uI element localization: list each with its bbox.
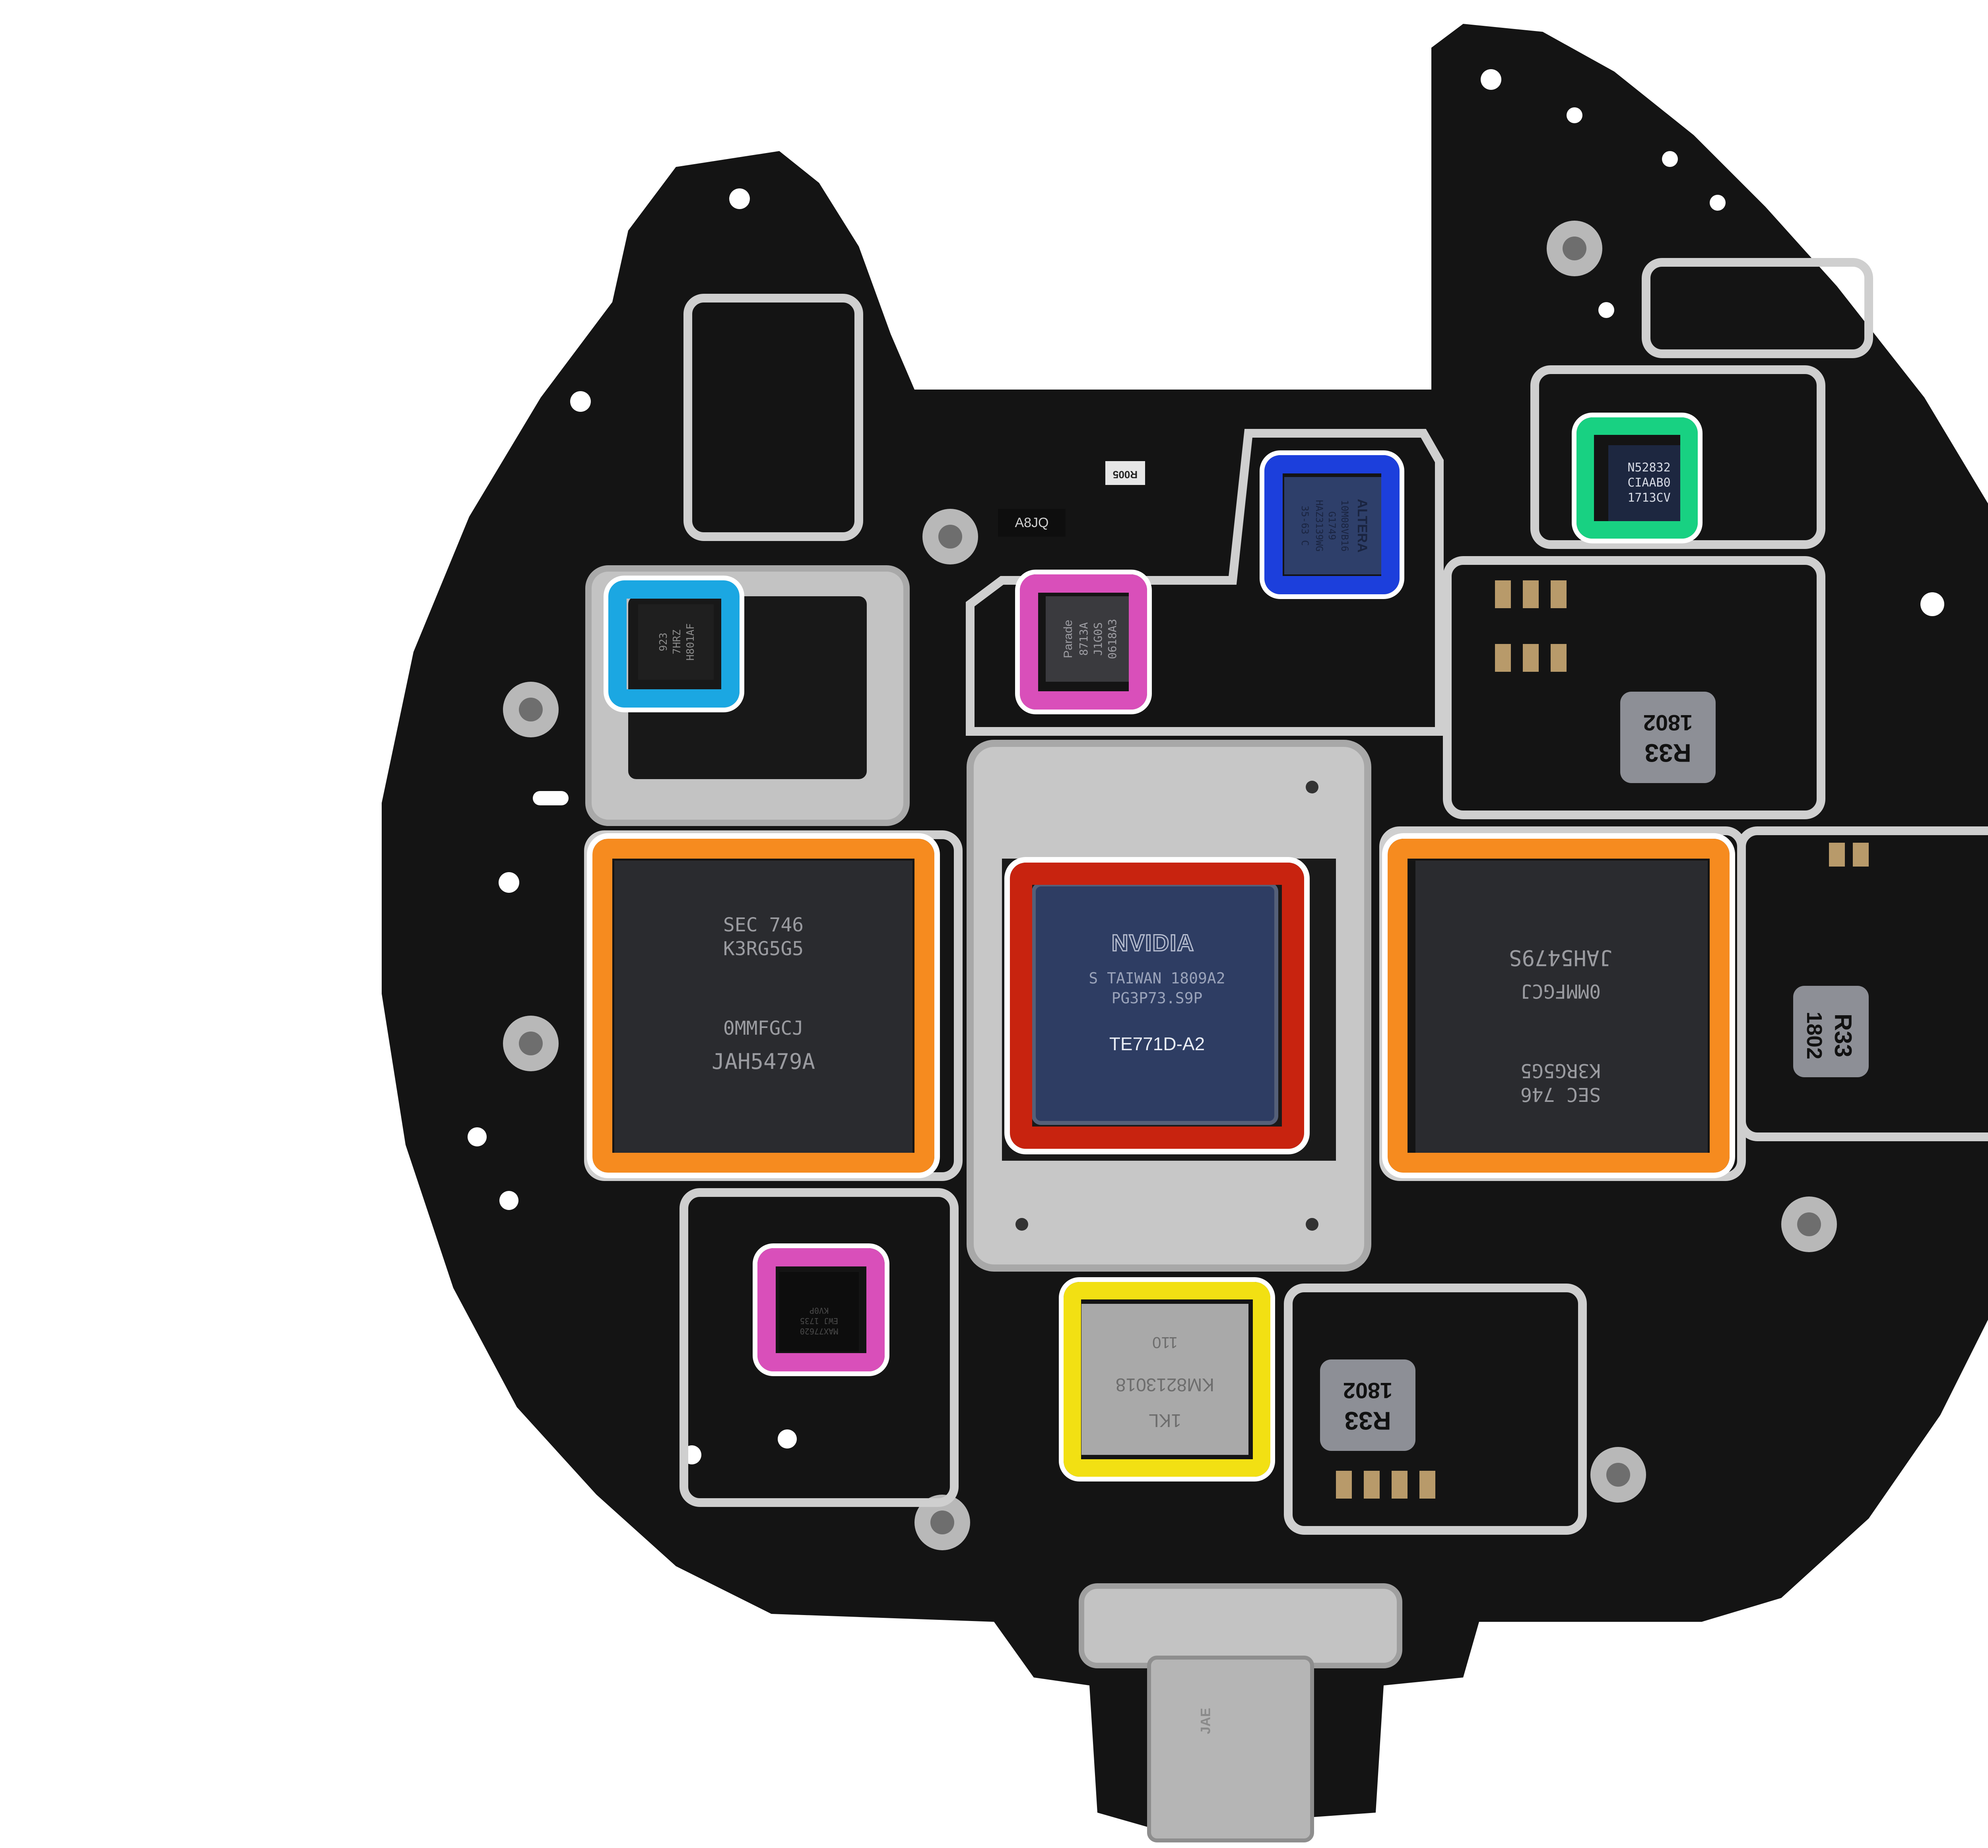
ram-right-line4: JAH5479S: [1508, 945, 1613, 970]
ble-highlight: [1572, 413, 1703, 543]
parade-line4: 0618A3: [1106, 619, 1119, 659]
ram-right-highlight: [1382, 833, 1735, 1178]
ram-right-text: SEC 746 K3RG5G5 0MMFGCJ JAH5479S: [1415, 861, 1708, 1153]
fpga-highlight: [1260, 450, 1404, 599]
inductor-3-line1: 1802: [1343, 1378, 1393, 1403]
cyan-chip-line3: H801AF: [685, 623, 697, 661]
ram-left-line4: JAH5479A: [711, 1049, 815, 1074]
cyan-chip-line1: 923: [658, 632, 670, 652]
cyan-chip-text: 923 7HRZ H801AF: [638, 604, 714, 680]
parade-line2: 8713A: [1077, 622, 1090, 656]
ram-left-line2: K3RG5G5: [723, 938, 804, 960]
storage-text: 110 KM8213018 1KL: [1081, 1304, 1248, 1455]
fpga-logo: ALTERA: [1355, 498, 1370, 553]
ram-left-highlight: [587, 833, 940, 1178]
resistor-r005: R005: [1105, 461, 1145, 485]
parade-highlight: [1015, 570, 1152, 714]
cyan-chip-highlight: [604, 576, 744, 712]
inductor-2: R33 1802: [1789, 990, 1865, 1081]
fpga-line3: HAZ3139WG: [1314, 500, 1325, 552]
inductor-2-line1: R33: [1830, 1013, 1856, 1058]
inductor-1-line2: R33: [1644, 739, 1691, 767]
pmic-text: MAX77620 EWJ 1735 KV0P: [779, 1272, 859, 1352]
ram-left-line1: SEC 746: [723, 914, 804, 936]
diode-label: A8JQ: [1015, 515, 1049, 530]
ram-right-line1: SEC 746: [1520, 1083, 1601, 1105]
soc-part-number: TE771D-A2: [1109, 1034, 1205, 1054]
screw-standoffs: [503, 221, 1837, 1550]
inductor-3-line2: R33: [1344, 1406, 1391, 1435]
inductor-3: 1802 R33: [1320, 1359, 1415, 1451]
ble-line3: 1713CV: [1627, 491, 1671, 505]
pmic-line2: EWJ 1735: [800, 1316, 839, 1326]
fpga-text: ALTERA 10M08VB16 G1749 HAZ3139WG 35-63 C: [1284, 477, 1382, 574]
inductor-1-line1: 1802: [1643, 710, 1693, 735]
storage-highlight: [1059, 1277, 1275, 1482]
resistor-label: R005: [1112, 469, 1138, 481]
storage-line1: 110: [1152, 1334, 1178, 1351]
ram-right-line2: K3RG5G5: [1520, 1059, 1601, 1082]
parade-line3: J1G0S: [1091, 622, 1105, 656]
fpga-line4: 35-63 C: [1299, 505, 1310, 546]
soc-logo: NVIDIA: [1111, 930, 1195, 957]
pmic-line1: MAX77620: [800, 1326, 839, 1336]
inductor-1: 1802 R33: [1620, 692, 1716, 783]
diode-a8jq: A8JQ: [998, 509, 1066, 537]
storage-line3: 1KL: [1149, 1410, 1181, 1431]
fpga-line2: G1749: [1326, 511, 1338, 540]
pmic-line3: KV0P: [809, 1306, 829, 1315]
ram-left-line3: 0MMFGCJ: [723, 1017, 804, 1039]
ble-line1: N52832: [1627, 461, 1671, 475]
soc-line1: S TAIWAN 1809A2: [1089, 970, 1225, 987]
parade-line1: Parade: [1062, 620, 1075, 658]
ble-line2: CIAAB0: [1627, 476, 1671, 490]
usb-connector-label: JAE: [1198, 1708, 1213, 1734]
fpga-line1: 10M08VB16: [1339, 500, 1350, 552]
pmic-highlight: [753, 1243, 889, 1376]
parade-text: Parade 8713A J1G0S 0618A3: [1046, 596, 1131, 682]
soc-line2: PG3P73.S9P: [1111, 989, 1203, 1007]
inductor-2-line2: 1802: [1802, 1011, 1826, 1060]
soc-highlight: [1004, 857, 1310, 1154]
ram-right-line3: 0MMFGCJ: [1520, 980, 1601, 1002]
cyan-chip-line2: 7HRZ: [671, 629, 683, 655]
storage-line2: KM8213018: [1115, 1375, 1215, 1395]
